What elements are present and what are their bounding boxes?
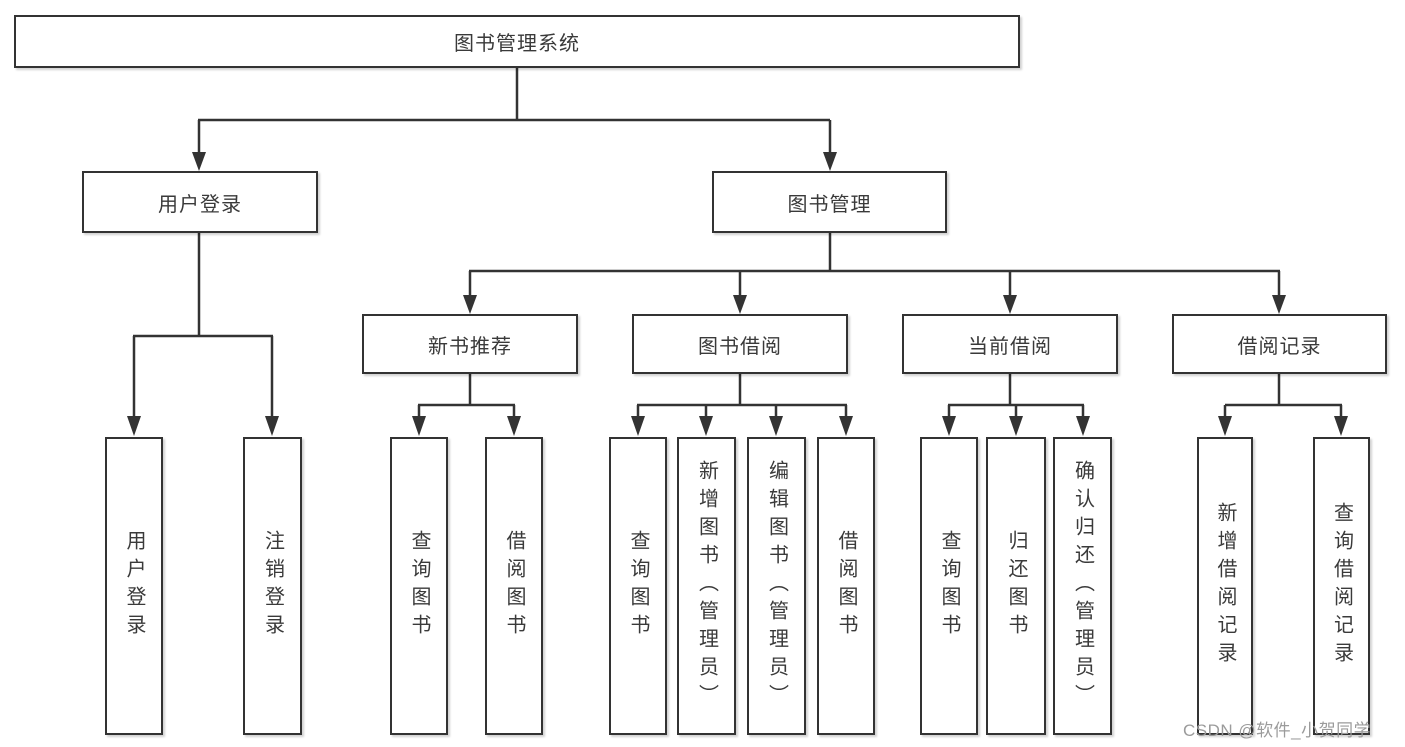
node-current-borrowing: 当前借阅	[902, 314, 1118, 374]
node-query-books-borrowing: 查询图书	[609, 437, 667, 735]
node-borrowing-records: 借阅记录	[1172, 314, 1387, 374]
node-query-books-current: 查询图书	[920, 437, 978, 735]
node-borrow-books-recommend: 借阅图书	[485, 437, 543, 735]
node-logout-leaf: 注销登录	[243, 437, 302, 735]
node-query-borrow-record: 查询借阅记录	[1313, 437, 1370, 735]
watermark: CSDN @软件_小贺同学	[1183, 721, 1372, 740]
node-return-books: 归还图书	[986, 437, 1046, 735]
node-query-books-recommend: 查询图书	[390, 437, 448, 735]
node-new-book-recommendation: 新书推荐	[362, 314, 578, 374]
node-library-management-system: 图书管理系统	[14, 15, 1020, 68]
node-book-borrowing: 图书借阅	[632, 314, 848, 374]
node-add-borrow-record: 新增借阅记录	[1197, 437, 1253, 735]
node-edit-book-admin: 编辑图书（管理员）	[747, 437, 806, 735]
node-user-login: 用户登录	[82, 171, 318, 233]
node-confirm-return-admin: 确认归还（管理员）	[1053, 437, 1112, 735]
node-user-login-leaf: 用户登录	[105, 437, 163, 735]
node-add-book-admin: 新增图书（管理员）	[677, 437, 736, 735]
node-borrow-books-leaf: 借阅图书	[817, 437, 875, 735]
node-book-management: 图书管理	[712, 171, 947, 233]
